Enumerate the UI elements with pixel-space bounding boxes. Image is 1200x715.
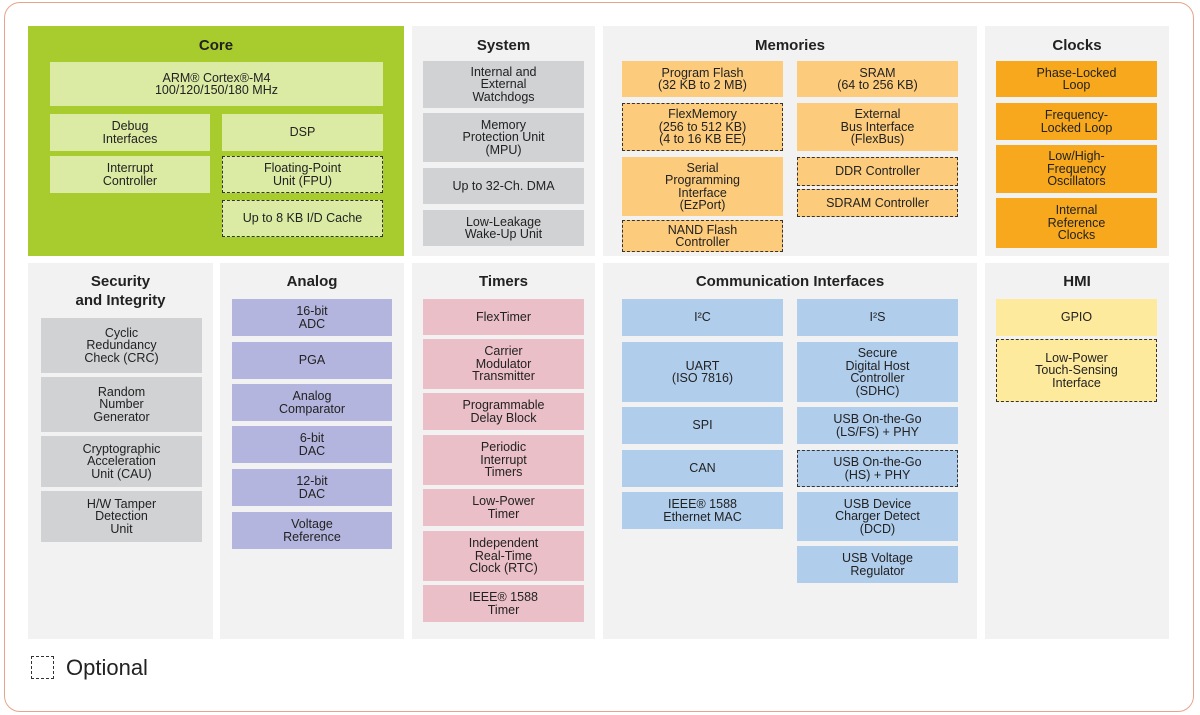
system-panel-title: System [476,37,531,54]
block-low-power-timer: Low-Power Timer [423,489,584,526]
block-serial-programming-interface-ezport: Serial Programming Interface (EzPort) [622,157,783,216]
block-sdram-controller: SDRAM Controller [797,189,958,217]
security-panel-title: Security and Integrity [75,273,166,309]
block-voltage-reference: Voltage Reference [232,512,392,549]
block-memory-protection-unit-mpu: Memory Protection Unit (MPU) [423,113,584,162]
block-program-flash-32-kb-to-2-mb: Program Flash (32 KB to 2 MB) [622,61,783,97]
block-16-bit-adc: 16-bit ADC [232,299,392,336]
block-gpio: GPIO [996,299,1157,336]
block-floating-point-unit-fpu: Floating-Point Unit (FPU) [222,156,383,193]
block-arm-cortex-m4-100-120-150-180-mhz: ARM® Cortex®-M4 100/120/150/180 MHz [50,62,383,106]
optional-legend-label: Optional [66,655,148,680]
block-interrupt-controller: Interrupt Controller [50,156,210,193]
block-frequency-locked-loop: Frequency- Locked Loop [996,103,1157,140]
block-pga: PGA [232,342,392,379]
block-h-w-tamper-detection-unit: H/W Tamper Detection Unit [41,491,202,542]
block-up-to-8-kb-i-d-cache: Up to 8 KB I/D Cache [222,200,383,237]
block-low-high-frequency-oscillators: Low/High- Frequency Oscillators [996,145,1157,193]
block-ddr-controller: DDR Controller [797,157,958,186]
block-usb-on-the-go-hs-phy: USB On-the-Go (HS) + PHY [797,450,958,487]
block-ieee-1588-ethernet-mac: IEEE® 1588 Ethernet MAC [622,492,783,529]
block-up-to-32-ch-dma: Up to 32-Ch. DMA [423,168,584,204]
memories-panel-title: Memories [754,37,826,54]
block-flexmemory-256-to-512-kb-4-to-16-kb-ee: FlexMemory (256 to 512 KB) (4 to 16 KB E… [622,103,783,151]
block-6-bit-dac: 6-bit DAC [232,426,392,463]
optional-legend-icon [31,656,54,679]
block-cryptographic-acceleration-unit-cau: Cryptographic Acceleration Unit (CAU) [41,436,202,487]
timers-panel-title: Timers [479,273,528,290]
block-analog-comparator: Analog Comparator [232,384,392,421]
diagram-frame [4,2,1194,712]
block-internal-and-external-watchdogs: Internal and External Watchdogs [423,61,584,108]
block-debug-interfaces: Debug Interfaces [50,114,210,151]
block-usb-on-the-go-ls-fs-phy: USB On-the-Go (LS/FS) + PHY [797,407,958,444]
analog-panel-title: Analog [286,273,338,290]
block-independent-real-time-clock-rtc: Independent Real-Time Clock (RTC) [423,531,584,581]
block-external-bus-interface-flexbus: External Bus Interface (FlexBus) [797,103,958,151]
block-dsp: DSP [222,114,383,151]
block-programmable-delay-block: Programmable Delay Block [423,393,584,430]
block-flextimer: FlexTimer [423,299,584,335]
comm-panel-title: Communication Interfaces [695,273,885,290]
block-usb-voltage-regulator: USB Voltage Regulator [797,546,958,583]
block-spi: SPI [622,407,783,444]
block-can: CAN [622,450,783,487]
core-panel-title: Core [198,37,234,54]
block-nand-flash-controller: NAND Flash Controller [622,220,783,252]
hmi-panel-title: HMI [1063,273,1091,290]
block-cyclic-redundancy-check-crc: Cyclic Redundancy Check (CRC) [41,318,202,373]
clocks-panel-title: Clocks [1052,37,1102,54]
block-i-c: I²C [622,299,783,336]
block-carrier-modulator-transmitter: Carrier Modulator Transmitter [423,339,584,389]
block-ieee-1588-timer: IEEE® 1588 Timer [423,585,584,622]
block-sram-64-to-256-kb: SRAM (64 to 256 KB) [797,61,958,97]
block-low-leakage-wake-up-unit: Low-Leakage Wake-Up Unit [423,210,584,246]
block-12-bit-dac: 12-bit DAC [232,469,392,506]
block-periodic-interrupt-timers: Periodic Interrupt Timers [423,435,584,485]
block-uart-iso-7816: UART (ISO 7816) [622,342,783,402]
block-i-s: I²S [797,299,958,336]
block-internal-reference-clocks: Internal Reference Clocks [996,198,1157,248]
block-phase-locked-loop: Phase-Locked Loop [996,61,1157,97]
block-usb-device-charger-detect-dcd: USB Device Charger Detect (DCD) [797,492,958,541]
block-secure-digital-host-controller-sdhc: Secure Digital Host Controller (SDHC) [797,342,958,402]
block-low-power-touch-sensing-interface: Low-Power Touch-Sensing Interface [996,339,1157,402]
block-random-number-generator: Random Number Generator [41,377,202,432]
